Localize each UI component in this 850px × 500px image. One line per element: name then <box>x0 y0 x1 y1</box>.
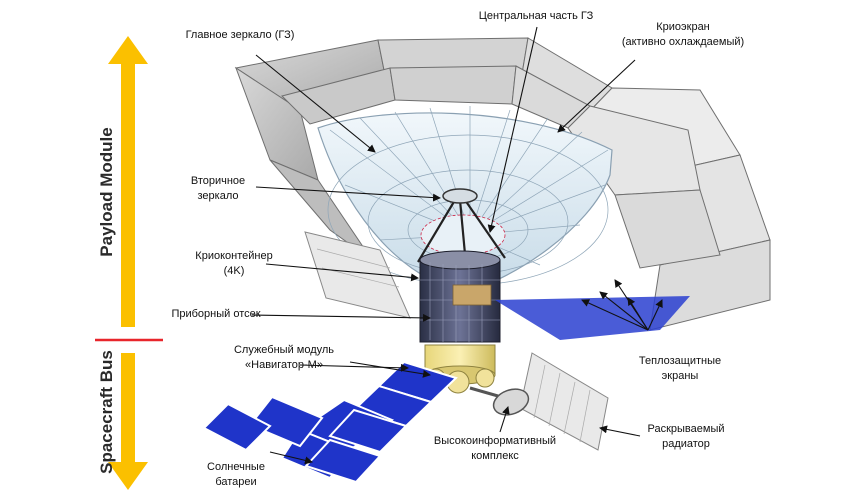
label-cryocontainer: Криоконтейнер <box>195 250 272 262</box>
label-antenna: Высокоинформативный <box>434 435 556 447</box>
bus-arrow-group: Spacecraft Bus <box>97 350 148 490</box>
label-secondary-mirror-sub: зеркало <box>198 190 239 202</box>
bus-arrow-shaft <box>121 353 135 465</box>
solar-panel <box>304 438 382 484</box>
label-secondary-mirror: Вторичное <box>191 175 245 187</box>
solar-panel <box>248 395 324 448</box>
labels: Главное зеркало (ГЗ) Центральная часть Г… <box>171 10 744 488</box>
label-instrument-bay: Приборный отсек <box>171 308 260 320</box>
cryocontainer-cylinder <box>419 250 501 343</box>
label-service-module: Служебный модуль <box>234 344 334 356</box>
deployable-radiator <box>519 352 609 451</box>
label-solar-panels-sub: батареи <box>215 476 256 488</box>
label-cryoscreen-sub: (активно охлаждаемый) <box>622 36 744 48</box>
label-cryoscreen: Криоэкран <box>656 21 710 33</box>
label-antenna-sub: комплекс <box>471 450 519 462</box>
payload-arrow-group: Payload Module <box>97 36 148 327</box>
solar-panel <box>328 408 408 454</box>
label-main-mirror: Главное зеркало (ГЗ) <box>186 29 295 41</box>
antenna-dish <box>469 386 530 416</box>
payload-arrow-shaft <box>121 62 135 327</box>
blue-strip <box>495 296 690 340</box>
label-service-module-sub: «Навигатор-М» <box>245 359 323 371</box>
label-thermal-shields-sub: экраны <box>662 370 699 382</box>
petal <box>614 189 721 269</box>
label-central-part: Центральная часть ГЗ <box>479 10 594 22</box>
spacecraft-bus-label: Spacecraft Bus <box>97 350 116 474</box>
thermal-shield-petals <box>234 37 771 331</box>
petal <box>389 65 517 105</box>
solar-panel <box>202 402 272 452</box>
payload-module-label: Payload Module <box>97 127 116 256</box>
label-radiator: Раскрываемый <box>648 423 725 435</box>
leader-lines <box>251 26 663 465</box>
label-thermal-shields: Теплозащитные <box>639 355 721 367</box>
arrow-up-icon <box>108 36 148 64</box>
arrow-down-icon <box>108 462 148 490</box>
label-radiator-sub: радиатор <box>662 438 710 450</box>
solar-panels <box>202 360 458 484</box>
secondary-mirror <box>417 188 506 266</box>
label-solar-panels: Солнечные <box>207 461 265 473</box>
label-cryocontainer-sub: (4K) <box>224 265 245 277</box>
